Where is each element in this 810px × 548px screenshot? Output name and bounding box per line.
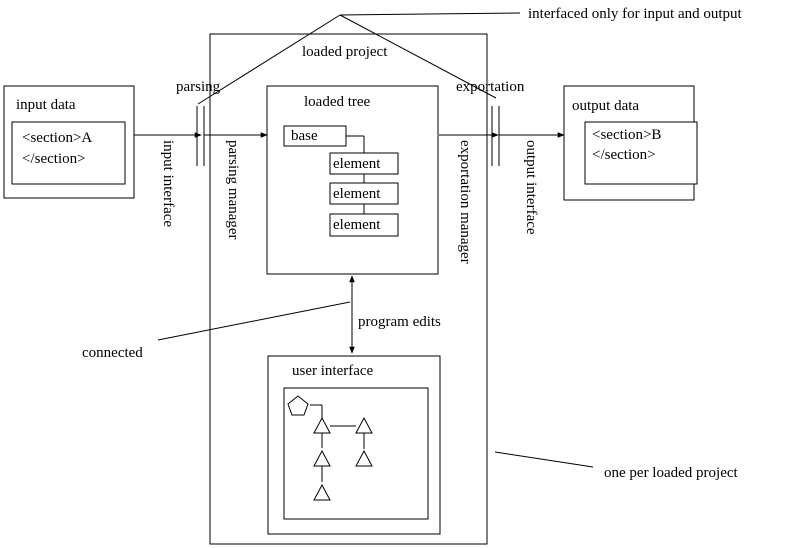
user-interface-title: user interface [292, 363, 374, 379]
input-line-2: </section> [22, 151, 86, 167]
connected-leader-line [157, 301, 351, 341]
connected-annotation: connected [82, 345, 143, 361]
triangle-icon [313, 483, 331, 501]
loaded-project-title: loaded project [302, 44, 388, 60]
one-per-annotation: one per loaded project [604, 465, 739, 481]
tree-element-node [329, 213, 399, 237]
triangle-icon [355, 416, 373, 434]
parsing-manager-label: parsing manager [225, 140, 241, 240]
ui-inner-box [283, 387, 429, 520]
interface-line-left [197, 14, 341, 105]
program-edits-label: program edits [358, 314, 441, 330]
interfaced-leader-line [339, 12, 521, 16]
output-content-box [584, 121, 698, 185]
tree-element-node [329, 182, 399, 205]
parsing-label: parsing [176, 79, 221, 95]
tree-element-label: element [333, 156, 381, 172]
output-data-title: output data [572, 98, 639, 114]
loaded-tree-box [266, 85, 439, 275]
output-line-2: </section> [592, 147, 656, 163]
input-content-box [11, 121, 126, 185]
pentagon-icon [287, 395, 309, 416]
exportation-label: exportation [456, 79, 525, 95]
tree-element-label: element [333, 186, 381, 202]
input-line-1: <section>A [22, 130, 92, 146]
interfaced-annotation: interfaced only for input and output [528, 6, 743, 22]
output-line-1: <section>B [592, 127, 661, 143]
tree-element-node [329, 152, 399, 175]
tree-element-label: element [333, 217, 381, 233]
tree-base-label: base [291, 128, 318, 144]
one-per-leader-line [494, 451, 594, 468]
tree-base-node [283, 125, 347, 147]
loaded-tree-title: loaded tree [304, 94, 371, 110]
input-data-title: input data [16, 97, 76, 113]
interface-line-right [339, 14, 497, 99]
output-interface-label: output interface [523, 140, 539, 235]
triangle-icon [313, 416, 331, 434]
input-interface-label: input interface [160, 140, 176, 227]
triangle-icon [313, 449, 331, 467]
triangle-icon [355, 449, 373, 467]
exportation-manager-label: exportation manager [457, 140, 473, 264]
